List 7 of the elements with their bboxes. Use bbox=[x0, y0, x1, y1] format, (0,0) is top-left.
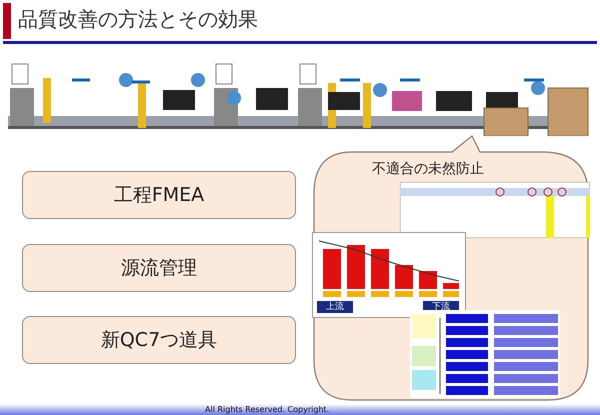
slide-title: 品質改善の方法とその効果 bbox=[18, 6, 258, 33]
upstream-arrow-label: 上流 bbox=[317, 301, 353, 313]
callout-heading: 不適合の未然防止 bbox=[372, 160, 484, 178]
copyright-notice: All Rights Reserved. Copyright. bbox=[205, 404, 330, 415]
method-box: 源流管理 bbox=[22, 244, 296, 292]
method-box: 新QC7つ道具 bbox=[22, 316, 296, 364]
method-box: 工程FMEA bbox=[22, 171, 296, 219]
